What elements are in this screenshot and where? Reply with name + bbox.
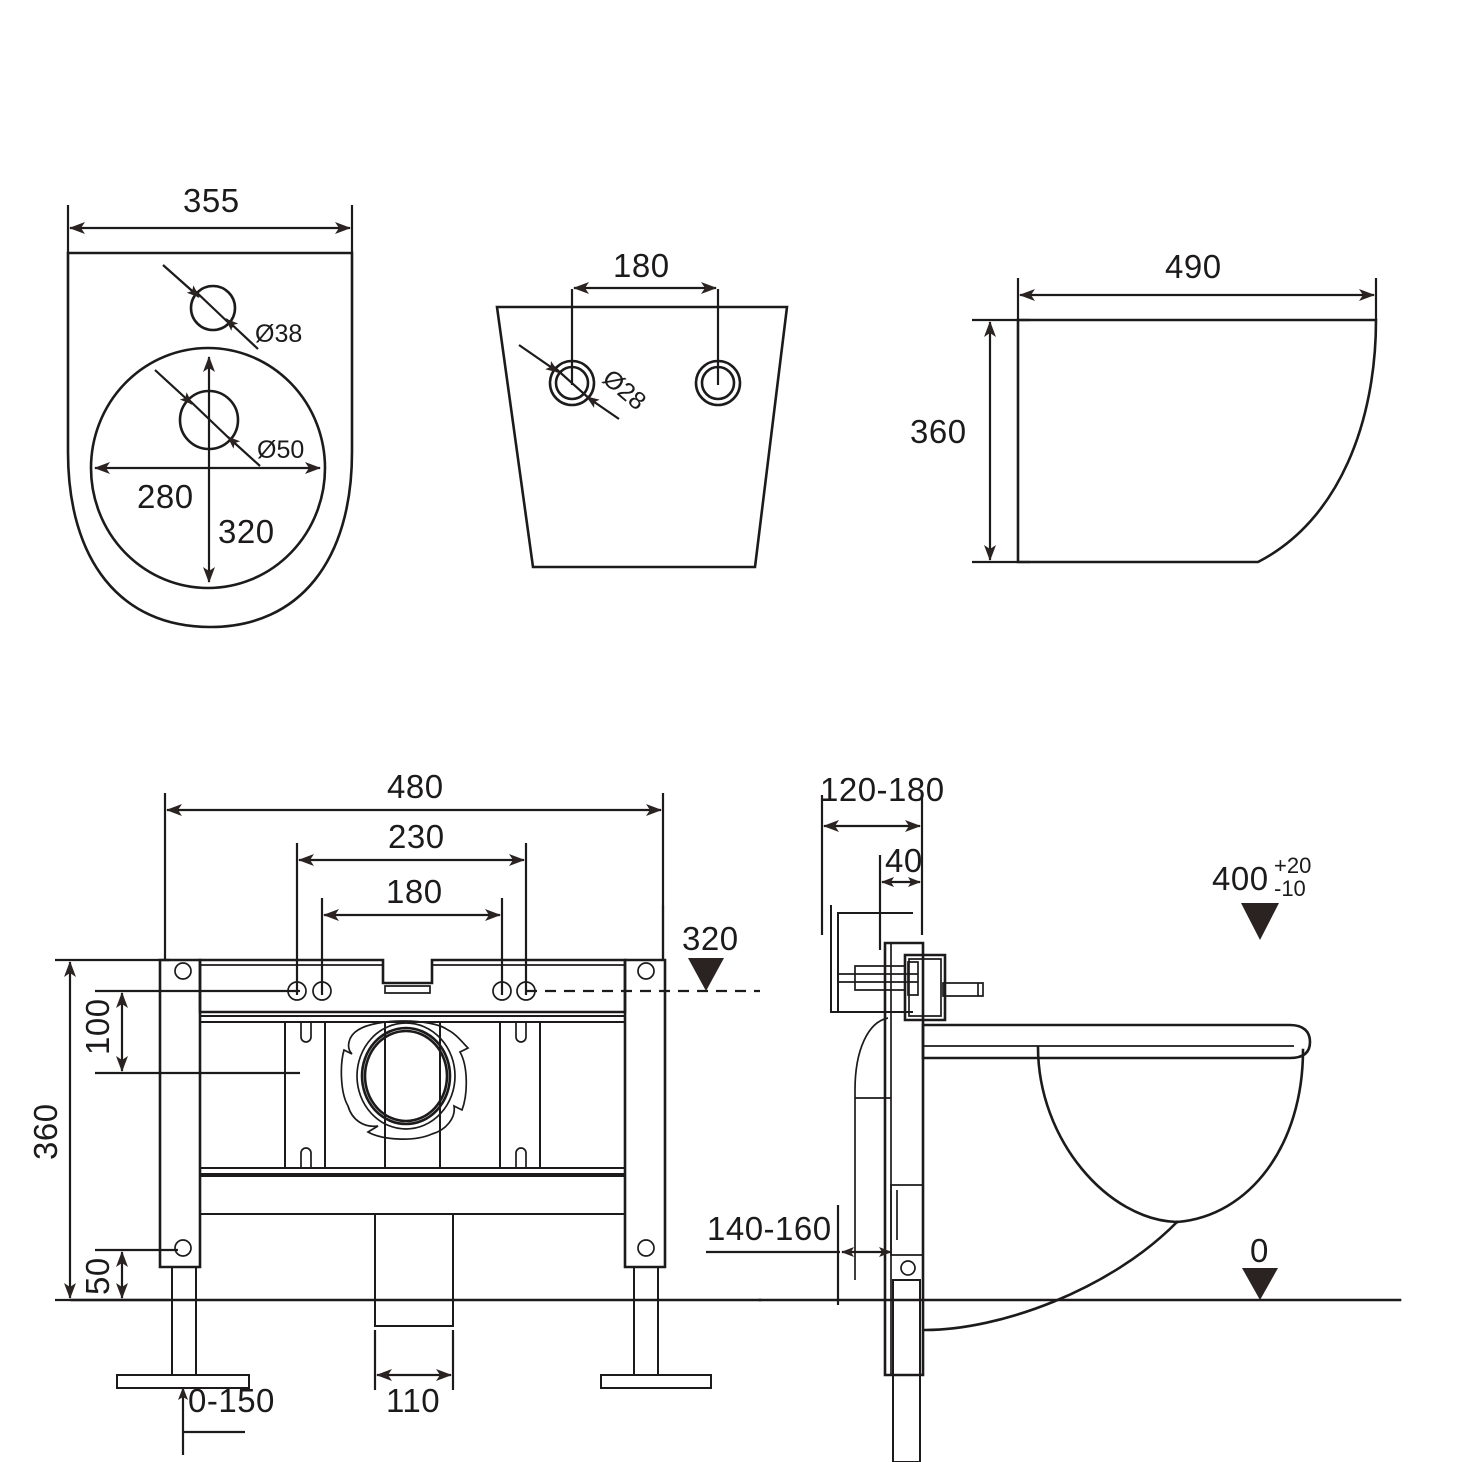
label-side-projection: 490 [1165, 248, 1222, 285]
lower-bracket-hole [900, 1260, 916, 1276]
pan-bowl-arc-lower [923, 1220, 1179, 1332]
dim-plan-width [66, 205, 354, 253]
post-left-hole-bottom [174, 1239, 192, 1257]
frame-top-rail-notch-lip [384, 985, 431, 994]
frame-side-upright [883, 941, 925, 1377]
frame-bolt-hole-1 [287, 981, 307, 1001]
frame-bolt-hole-2 [312, 981, 332, 1001]
label-bolt-dia: Ø28 [597, 364, 651, 416]
pan-bowl-arc-upper [1036, 1045, 1179, 1224]
leader-vent-dia [162, 264, 259, 350]
seat-height-marker [1241, 903, 1279, 940]
label-datum-0: 0 [1250, 1232, 1269, 1269]
view-plan: Ø38 Ø50 280 320 355 [66, 182, 354, 629]
label-side-height: 360 [910, 413, 967, 450]
rib-slot-right-top [515, 1021, 527, 1043]
label-seat-tol-plus: +20 [1274, 853, 1311, 878]
frame-bolt-hole-3 [492, 981, 512, 1001]
rib-slot-right-bottom [515, 1147, 527, 1169]
rib-slot-left-bottom [300, 1147, 312, 1169]
post-right-hole-bottom [637, 1239, 655, 1257]
label-outlet-dia: Ø50 [257, 436, 304, 464]
label-rail-depth: 40 [885, 842, 923, 879]
leader-bolt-dia [518, 344, 620, 420]
bracket-bolt-body [854, 965, 906, 991]
label-vent-dia: Ø38 [255, 320, 302, 348]
view-front: 180 Ø28 [495, 247, 789, 569]
dim-foot-adjust [178, 1387, 245, 1455]
frame-side-leg [892, 1279, 921, 1462]
datum-marker-0 [1242, 1268, 1278, 1300]
view-frame-front: 480 230 180 360 100 50 [27, 768, 762, 1455]
frame-side-connector-box [903, 953, 947, 1022]
leader-outlet-dia [154, 369, 261, 467]
label-seat-tol-minus: -10 [1274, 876, 1306, 901]
label-wall-offset: 120-180 [820, 771, 945, 808]
label-seat-height: 400 [1212, 860, 1269, 897]
flush-outlet-collar [340, 1020, 470, 1140]
label-frame-180: 180 [386, 873, 443, 910]
frame-post-right [623, 958, 667, 1269]
lower-bracket [890, 1184, 924, 1256]
bolt-hole-left-inner [554, 365, 590, 401]
label-datum-320: 320 [682, 920, 739, 957]
bolt-hole-right-outer [694, 359, 742, 407]
waste-pipe-outline [374, 1213, 454, 1327]
pan-outline-front [495, 305, 789, 569]
frame-foot-left [116, 1374, 250, 1389]
pan-bowl-arc-outer [1175, 1048, 1305, 1224]
frame-side-connector-box-inner [908, 958, 942, 1017]
view-side: 490 360 [910, 248, 1378, 564]
label-frame-230: 230 [388, 818, 445, 855]
frame-leg-left [171, 1266, 197, 1376]
label-plan-width: 355 [183, 182, 240, 219]
frame-top-rail [198, 958, 627, 1014]
post-right-hole-top [637, 962, 655, 980]
frame-foot-right [600, 1374, 712, 1389]
datum-marker-320 [688, 958, 724, 991]
label-frame-50: 50 [79, 1257, 116, 1295]
frame-post-left [158, 958, 202, 1269]
rib-slot-left-top [300, 1021, 312, 1043]
pan-rim-plate [921, 1023, 1312, 1060]
bolt-hole-left-outer [548, 359, 596, 407]
label-foot-adjust: 0-150 [188, 1382, 275, 1419]
post-left-hole-top [174, 962, 192, 980]
label-bowl-length: 320 [218, 513, 275, 550]
label-frame-360: 360 [27, 1103, 64, 1160]
vent-hole [189, 284, 237, 332]
pan-bowl-outline [89, 346, 327, 590]
bracket-bolt-nut [907, 961, 919, 996]
pan-outline-plan [66, 251, 354, 629]
label-pan-offset: 140-160 [707, 1210, 832, 1247]
label-frame-100: 100 [79, 998, 116, 1055]
frame-leg-right [633, 1266, 659, 1376]
pan-outline-side [1016, 318, 1378, 564]
label-frame-480: 480 [387, 768, 444, 805]
label-bowl-width: 280 [137, 478, 194, 515]
cistern-side-profile [854, 1017, 889, 1091]
label-waste-width: 110 [386, 1382, 440, 1419]
wall-bracket [830, 905, 913, 1013]
view-frame-side: 120-180 40 400 +20 -10 [706, 771, 1402, 1462]
bolt-hole-right-inner [700, 365, 736, 401]
label-bolt-span-front: 180 [613, 247, 670, 284]
stud-bar [942, 982, 984, 997]
